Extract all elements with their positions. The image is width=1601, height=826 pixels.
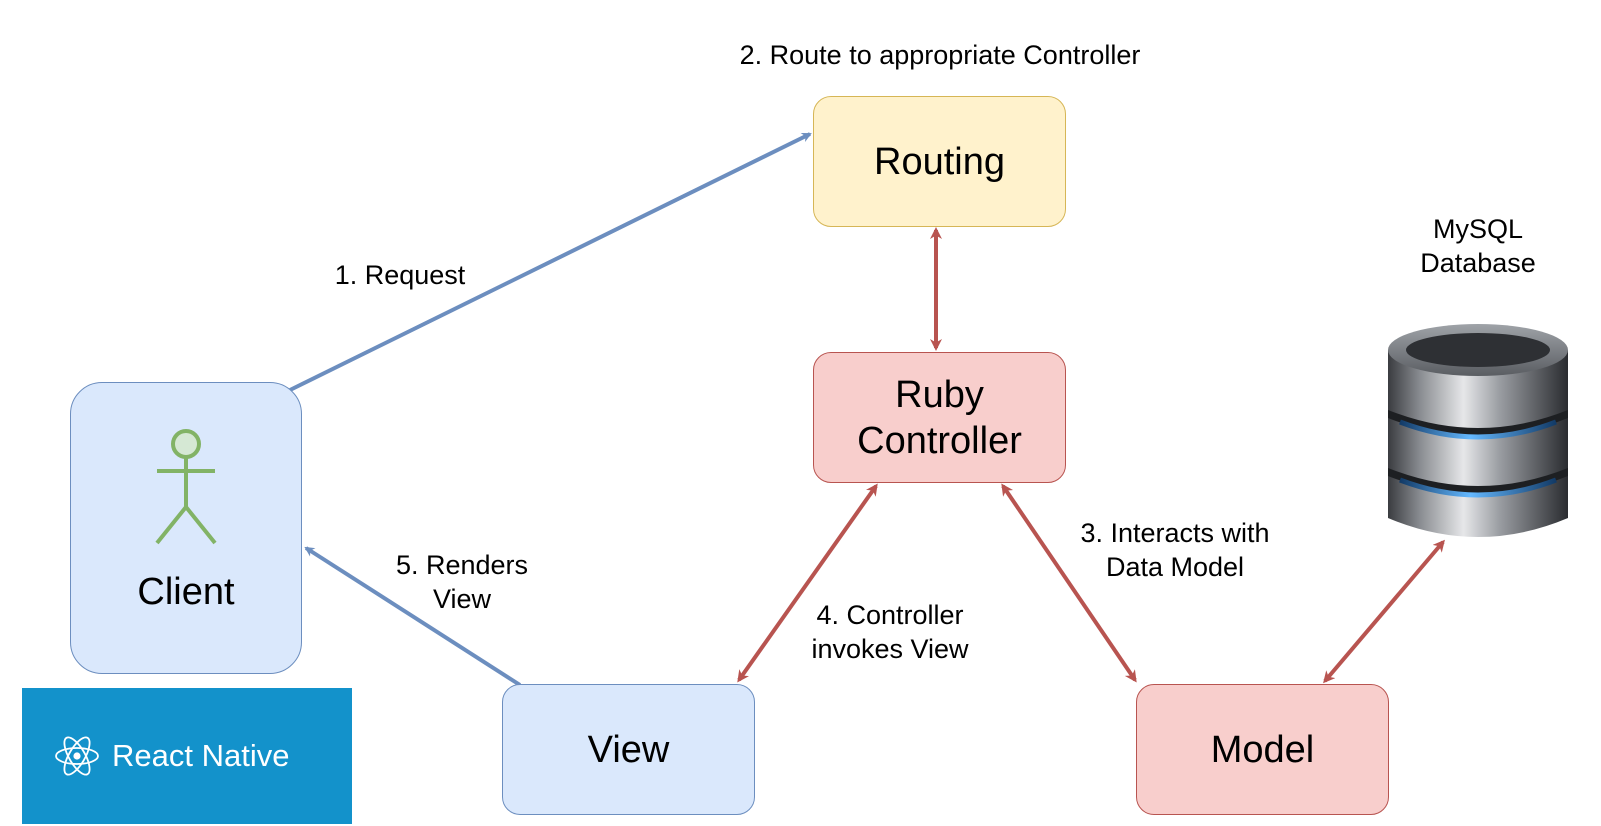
arrow-model-database xyxy=(1323,539,1445,684)
arrow-request xyxy=(289,132,812,392)
edge-label-invokes: 4. Controller invokes View xyxy=(811,600,969,664)
react-native-label: React Native xyxy=(112,738,290,773)
routing-label: Routing xyxy=(874,140,1005,183)
arrow-controller-model xyxy=(1001,483,1137,683)
client-node[interactable]: Client xyxy=(70,382,302,674)
person-icon xyxy=(155,429,217,545)
edge-label-route: 2. Route to appropriate Controller xyxy=(739,40,1141,70)
view-node[interactable]: View xyxy=(502,684,755,815)
model-label: Model xyxy=(1210,728,1315,771)
routing-node[interactable]: Routing xyxy=(813,96,1066,227)
database-icon xyxy=(1388,324,1568,537)
model-node[interactable]: Model xyxy=(1136,684,1389,815)
edge-label-renders: 5. Renders View xyxy=(395,550,529,614)
arrow-renders-view xyxy=(304,546,522,687)
react-logo-icon xyxy=(55,736,99,776)
arrow-controller-view xyxy=(737,483,878,683)
database-label: MySQL Database xyxy=(1420,214,1536,278)
view-label: View xyxy=(587,728,670,771)
edge-label-request: 1. Request xyxy=(334,260,466,290)
client-label: Client xyxy=(137,571,235,613)
edge-label-interacts: 3. Interacts with Data Model xyxy=(1080,518,1270,582)
react-native-badge: React Native xyxy=(22,688,352,824)
controller-node[interactable]: Ruby Controller xyxy=(813,352,1066,483)
controller-label: Ruby Controller xyxy=(857,373,1022,462)
